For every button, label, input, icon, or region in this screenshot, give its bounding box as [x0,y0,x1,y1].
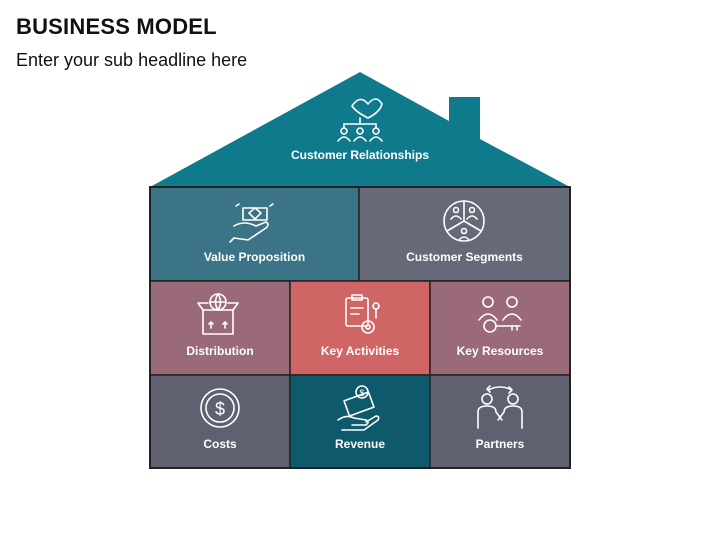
clipboard-gear-icon [345,294,380,334]
roof-block [150,72,570,187]
key-resources-label: Key Resources [456,344,544,358]
revenue-label: Revenue [334,437,386,451]
revenue-dollar-glyph: $ [359,388,364,398]
distribution-label: Distribution [186,344,254,358]
value-proposition-label: Value Proposition [203,250,306,264]
people-key-icon [478,296,522,333]
box-globe-icon [197,293,239,335]
page-title: BUSINESS MODEL [16,14,217,39]
key-activities-label: Key Activities [320,344,400,358]
dollar-sign-glyph: $ [215,399,225,419]
segmented-people-icon [443,200,485,242]
dollar-coin-icon [200,388,240,428]
distribution-block [149,280,291,376]
page-subtitle: Enter your sub headline here [16,50,248,70]
customer-relationships-label: Customer Relationships [290,148,430,162]
partners-block [429,374,571,469]
key-resources-block [429,280,571,376]
costs-label: Costs [203,437,237,451]
value-proposition-block [149,186,360,282]
customer-segments-label: Customer Segments [406,250,523,264]
partners-exchange-icon [477,385,523,429]
diamond-gift-hand-icon [229,203,274,243]
handshake-team-icon [337,98,383,142]
money-hand-icon [337,385,380,431]
partners-label: Partners [475,437,525,451]
